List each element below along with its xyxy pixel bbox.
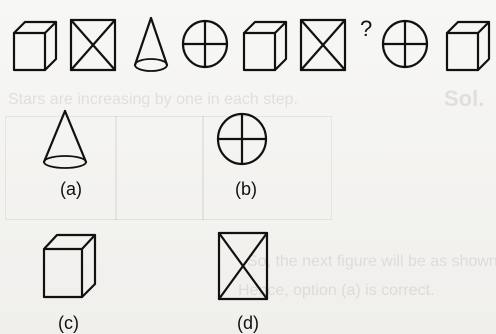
circle-cross-icon bbox=[214, 110, 270, 168]
crossed-square-icon bbox=[215, 229, 271, 304]
option-a-label: (a) bbox=[60, 180, 82, 198]
option-d-label: (d) bbox=[237, 314, 259, 332]
crossed-square-icon bbox=[67, 16, 119, 74]
circle-cross-icon bbox=[180, 18, 230, 70]
cube-icon bbox=[238, 17, 292, 73]
cube-icon bbox=[8, 17, 62, 73]
stars-line: Stars are increasing by one in each step… bbox=[8, 91, 298, 109]
next-line: So, the next figure will be as shown in … bbox=[247, 253, 496, 271]
option-b-label: (b) bbox=[235, 180, 257, 198]
sequence-row: ? bbox=[0, 0, 496, 80]
background-box-2 bbox=[115, 116, 204, 220]
option-c-label: (c) bbox=[58, 314, 79, 332]
circle-cross-icon bbox=[380, 18, 430, 70]
cone-icon bbox=[128, 15, 174, 77]
cube-icon bbox=[36, 229, 102, 302]
sol-label: Sol. bbox=[444, 86, 484, 112]
cube-icon bbox=[442, 17, 494, 73]
missing-figure-question-mark: ? bbox=[360, 18, 372, 40]
cone-icon bbox=[36, 108, 94, 171]
crossed-square-icon bbox=[297, 16, 349, 74]
